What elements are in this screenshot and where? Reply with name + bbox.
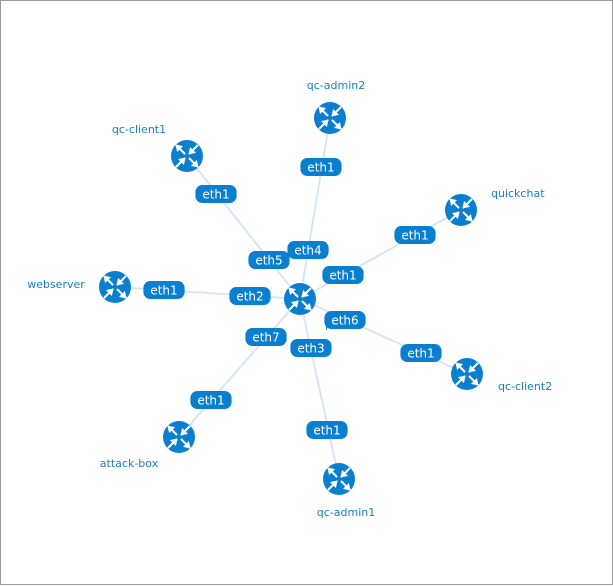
port-hub-eth5-text: eth5 [255, 254, 282, 268]
router-icon [449, 198, 473, 222]
link-qc-admin1 [299, 298, 340, 480]
port-hub-eth6[interactable]: eth6 [324, 311, 366, 329]
port-hub-eth7[interactable]: eth7 [245, 328, 287, 346]
router-icon [327, 467, 351, 491]
router-icon [103, 275, 127, 299]
link-qc-admin2 [299, 117, 331, 300]
port-hub-eth5-bg [248, 251, 290, 269]
router-icon [167, 425, 191, 449]
link-qc-client2 [299, 298, 468, 375]
port-hub-eth5[interactable]: eth5 [248, 251, 290, 269]
port-qc-client2-eth1-text: eth1 [407, 347, 434, 361]
port-hub-eth3-text: eth3 [297, 342, 324, 356]
port-hub-eth2-bg [229, 287, 271, 305]
port-webserver-eth1-text: eth1 [150, 284, 177, 298]
port-hub-eth1-text: eth1 [329, 269, 356, 283]
port-hub-eth1-bg [322, 266, 364, 284]
port-hub-eth6-text: eth6 [331, 314, 358, 328]
node-qc-admin1[interactable] [323, 463, 355, 495]
node-webserver[interactable] [99, 271, 131, 303]
port-hub-eth4-bg [287, 241, 329, 259]
port-attack-box-eth1-bg [190, 391, 232, 409]
node-label-quickchat: quickchat [491, 187, 545, 200]
node-label-webserver: webserver [27, 278, 85, 291]
port-qc-client2-eth1-bg [400, 344, 442, 362]
node-label-qc-admin1: qc-admin1 [317, 506, 375, 519]
nodes-layer: rqc-admin2qc-client1quickchatwebserverqc… [27, 79, 552, 519]
node-quickchat[interactable] [445, 194, 477, 226]
port-hub-eth2-text: eth2 [236, 290, 263, 304]
port-qc-admin1-eth1[interactable]: eth1 [306, 421, 348, 439]
node-qc-client1[interactable] [171, 140, 203, 172]
port-hub-eth6-bg [324, 311, 366, 329]
port-hub-eth3[interactable]: eth3 [290, 339, 332, 357]
router-icon [288, 287, 312, 311]
port-hub-eth1[interactable]: eth1 [322, 266, 364, 284]
link-webserver [114, 286, 301, 300]
router-icon [175, 144, 199, 168]
port-qc-client2-eth1[interactable]: eth1 [400, 344, 442, 362]
port-quickchat-eth1-text: eth1 [401, 229, 428, 243]
port-webserver-eth1-bg [143, 281, 185, 299]
node-label-attack-box: attack-box [100, 457, 159, 470]
port-hub-eth2[interactable]: eth2 [229, 287, 271, 305]
router-icon [455, 362, 479, 386]
node-label-qc-client2: qc-client2 [498, 380, 552, 393]
port-hub-eth4[interactable]: eth4 [287, 241, 329, 259]
node-label-qc-admin2: qc-admin2 [307, 79, 365, 92]
port-qc-admin2-eth1-text: eth1 [307, 161, 334, 175]
port-qc-admin1-eth1-bg [306, 421, 348, 439]
port-qc-client1-eth1-bg [195, 185, 237, 203]
node-qc-client2[interactable] [451, 358, 483, 390]
port-qc-client1-eth1-text: eth1 [202, 188, 229, 202]
link-attack-box [178, 298, 301, 438]
port-qc-client1-eth1[interactable]: eth1 [195, 185, 237, 203]
port-labels-layer: eth4 eth1 eth5 eth1 eth1 eth1 eth2 eth1 eth6 eth1… [143, 158, 442, 439]
port-qc-admin1-eth1-text: eth1 [313, 424, 340, 438]
port-quickchat-eth1[interactable]: eth1 [394, 226, 436, 244]
router-icon [318, 106, 342, 130]
port-hub-eth3-bg [290, 339, 332, 357]
port-hub-eth4-text: eth4 [294, 244, 321, 258]
node-hub[interactable] [284, 283, 316, 315]
port-attack-box-eth1-text: eth1 [197, 394, 224, 408]
node-qc-admin2[interactable] [314, 102, 346, 134]
node-attack-box[interactable] [163, 421, 195, 453]
port-qc-admin2-eth1-bg [300, 158, 342, 176]
port-quickchat-eth1-bg [394, 226, 436, 244]
port-qc-admin2-eth1[interactable]: eth1 [300, 158, 342, 176]
port-webserver-eth1[interactable]: eth1 [143, 281, 185, 299]
node-label-qc-client1: qc-client1 [112, 123, 166, 136]
link-qc-client1 [186, 155, 301, 300]
port-attack-box-eth1[interactable]: eth1 [190, 391, 232, 409]
link-quickchat [299, 209, 462, 300]
port-hub-eth7-bg [245, 328, 287, 346]
port-hub-eth7-text: eth7 [252, 331, 279, 345]
